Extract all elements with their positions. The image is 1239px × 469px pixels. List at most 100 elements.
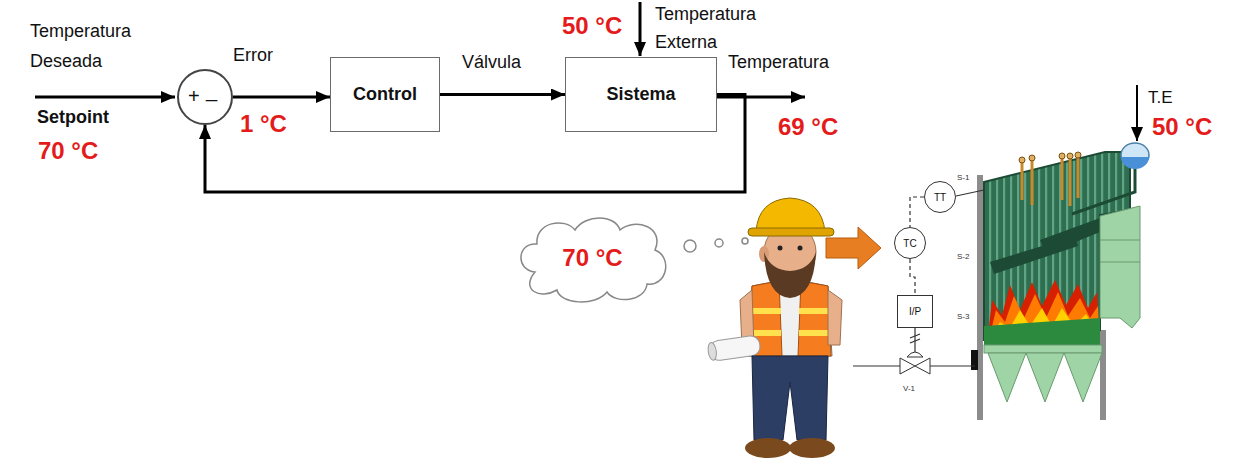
summing-junction: +_ [177,69,233,125]
instrument-piping [853,365,900,366]
boiler [990,236,1078,274]
setpoint-label: Setpoint [37,107,109,128]
system-box: Sistema [565,57,717,132]
thought-bubbles [684,238,748,252]
value-label: 50 °C [562,12,622,39]
section-tag: S-1 [957,173,969,182]
boiler [1026,353,1064,402]
value-label: 50 °C [1152,113,1212,140]
boiler [1022,157,1078,206]
boiler [971,143,1149,420]
instrument-piping [853,190,984,374]
boiler [1100,206,1140,328]
node-text: 70 °C [562,245,622,271]
instrument-piping [900,358,915,374]
disturbance-tag: T.E [1148,88,1173,107]
boiler [1019,152,1081,163]
input-caption: Temperatura Deseada [30,16,160,76]
section-tag: S-2 [957,252,969,261]
worker-figure [750,308,781,314]
signal-line-dashed [910,259,915,295]
node-text: Control [353,85,417,105]
boiler [1072,167,1135,214]
value-label: 69 °C [778,113,838,140]
node-text: Sistema [606,85,675,105]
boiler [1059,153,1065,159]
edge-label: Válvula [462,52,521,72]
node-text: I/P [909,306,921,317]
signal-arrow [440,93,565,96]
setpoint-label: Setpoint [37,107,109,127]
worker-figure [750,330,781,336]
section-tag: S-1 [957,173,969,182]
node-text: TC [903,238,916,249]
boiler [1064,353,1102,402]
signal-lines [639,2,642,56]
section-tag: S-3 [957,312,969,321]
worker-figure [778,246,783,251]
boiler [1075,152,1081,158]
boiler [984,318,1100,346]
value-label: 69 °C [778,113,838,141]
instrument-piping [910,339,920,343]
worker-figure [756,198,825,232]
operator-sign: _ [206,79,217,101]
boiler [1121,157,1149,169]
value-label: 70 °C [38,137,98,165]
worker-figure [799,330,830,336]
boiler [1100,262,1140,263]
signal-lines [35,96,175,99]
thought-cloud: 70 °C [515,212,670,304]
boiler [1061,158,1064,200]
valve-tag: V-1 [903,384,915,393]
signal-lines [35,2,1137,141]
boiler [988,353,1026,402]
boiler [1021,162,1024,200]
value-label: 1 °C [240,110,287,137]
thought-bubbles [742,238,748,244]
signal-line-dashed [910,197,924,227]
cloud-outline [521,218,666,302]
worker-figure [799,308,830,314]
thought-bubbles [684,240,696,252]
transmitter-bubble: TT [924,181,956,213]
worker-figure [748,228,834,236]
thought-bubbles [715,239,723,247]
boiler [971,350,978,370]
boiler [1029,155,1035,161]
edge-label: Válvula [462,52,521,73]
signal-lines [1136,85,1138,141]
disturbance-caption: Temperatura Externa [655,0,775,56]
output-caption: Temperatura [728,52,829,73]
worker-figure [752,356,828,440]
boiler [1069,158,1072,206]
worker-figure [798,246,803,251]
boiler [1019,157,1025,163]
converter-box: I/P [897,295,933,328]
worker-figure [745,438,791,458]
worker-figure [707,342,717,361]
section-tag: S-3 [957,312,969,321]
value-label: 1 °C [240,110,287,138]
edge-label: Error [233,45,273,66]
instrument-piping [907,352,923,357]
boiler [1031,160,1034,205]
disturbance-tag: T.E [1148,88,1173,108]
input-caption: Temperatura Deseada [30,21,131,71]
instrument-piping [915,358,930,374]
disturbance-caption: Temperatura Externa [655,4,756,52]
signal-arrow [233,96,330,99]
boiler [977,175,983,420]
worker-figure [707,198,842,458]
section-tag: S-2 [957,252,969,261]
instrument-piping [956,190,984,196]
boiler [984,345,1102,353]
node-text: TT [934,192,946,203]
boiler [1100,330,1106,420]
controller-bubble: TC [894,227,926,259]
worker-figure [828,290,842,345]
valve-tag: V-1 [903,384,915,393]
output-caption: Temperatura [728,52,829,72]
